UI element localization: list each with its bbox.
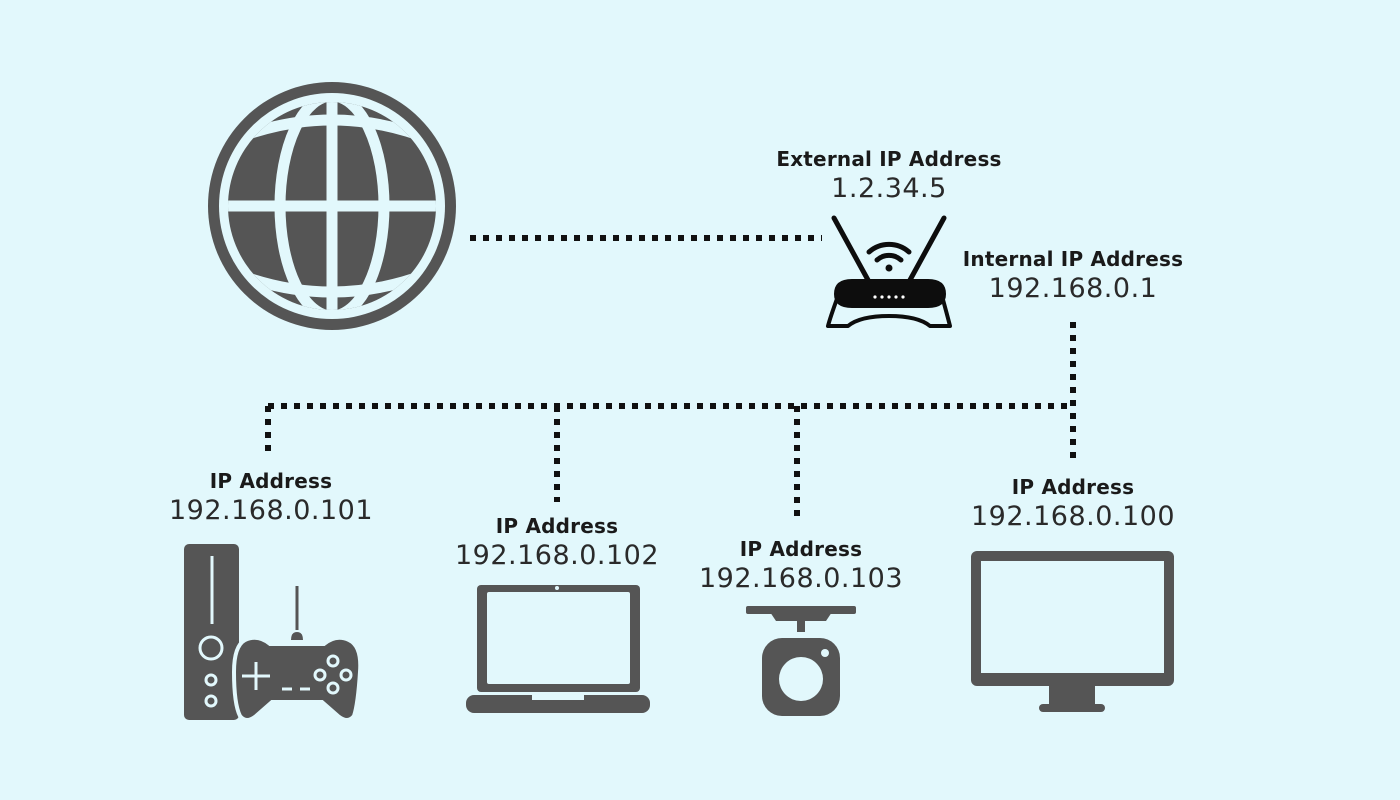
external-ip-label: External IP Address 1.2.34.5 (776, 146, 1001, 206)
device-label-laptop: IP Address 192.168.0.102 (455, 513, 659, 573)
monitor-icon (971, 551, 1174, 712)
connectors (265, 235, 1076, 518)
device-label-desktop-monitor: IP Address 192.168.0.100 (971, 474, 1175, 534)
device-label-game-console: IP Address 192.168.0.101 (169, 468, 373, 528)
device-ip-title: IP Address (209, 469, 333, 493)
device-ip-value: 192.168.0.101 (168, 495, 374, 526)
external-ip-value: 1.2.34.5 (831, 173, 947, 204)
internal-ip-value: 192.168.0.1 (988, 273, 1158, 304)
device-ip-title: IP Address (739, 537, 863, 561)
device-ip-value: 192.168.0.100 (970, 501, 1176, 532)
game-console-icon (184, 544, 363, 722)
device-ip-title: IP Address (495, 514, 619, 538)
internal-ip-label: Internal IP Address 192.168.0.1 (963, 246, 1183, 306)
device-ip-title: IP Address (1011, 475, 1135, 499)
internal-ip-title: Internal IP Address (962, 247, 1184, 271)
external-ip-title: External IP Address (776, 147, 1002, 171)
device-label-security-camera: IP Address 192.168.0.103 (699, 536, 903, 596)
laptop-icon (466, 585, 650, 713)
wifi-router-icon (826, 215, 952, 328)
device-ip-value: 192.168.0.102 (454, 540, 660, 571)
security-camera-icon (746, 606, 856, 716)
device-ip-value: 192.168.0.103 (698, 563, 904, 594)
globe-icon (208, 82, 456, 330)
